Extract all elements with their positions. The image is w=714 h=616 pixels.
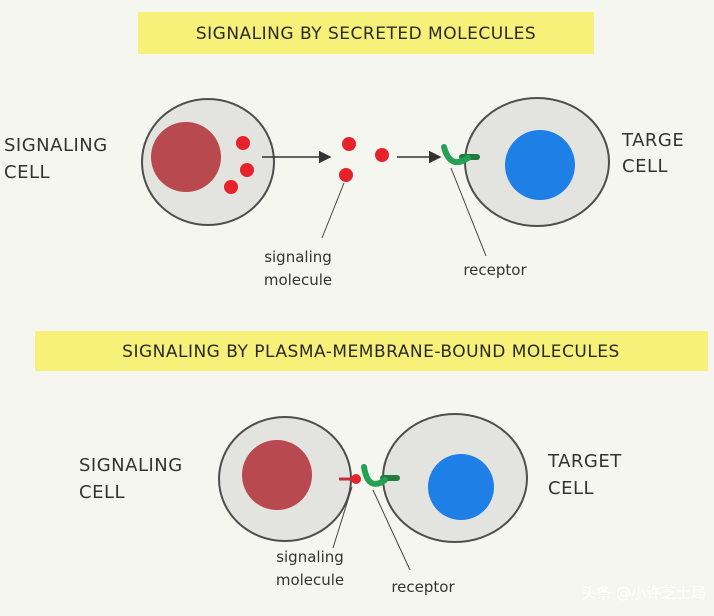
signaling-nucleus-2 (242, 440, 312, 510)
molecule-label-2a: signaling (276, 548, 344, 566)
secreted-molecule-dot (224, 180, 238, 194)
target-cell-label-2b: CELL (548, 478, 594, 499)
panel-secreted: SIGNALING BY SECRETED MOLECULES SIGNALIN… (4, 12, 684, 289)
membrane-bound-molecule-dot (351, 474, 361, 484)
target-nucleus-2 (428, 454, 494, 520)
target-nucleus-1 (505, 130, 575, 200)
panel-title-1: SIGNALING BY SECRETED MOLECULES (196, 24, 536, 44)
secreted-molecule-dot (240, 163, 254, 177)
title-banner-1 (138, 12, 594, 54)
title-banner-2 (35, 331, 708, 371)
molecule-label-1a: signaling (264, 248, 332, 266)
molecule-label-2b: molecule (276, 571, 344, 589)
signaling-nucleus-1 (151, 122, 221, 192)
signaling-cell-label-2b: CELL (79, 482, 125, 503)
receptor-leader-line-2 (372, 489, 411, 571)
watermark-text: 头条 @小许芝士局 (581, 584, 706, 602)
panel-title-2: SIGNALING BY PLASMA-MEMBRANE-BOUND MOLEC… (122, 342, 620, 362)
panel-membrane-bound: SIGNALING BY PLASMA-MEMBRANE-BOUND MOLEC… (35, 331, 708, 596)
signaling-cell-label-2a: SIGNALING (79, 455, 183, 476)
molecule-label-1b: molecule (264, 271, 332, 289)
molecule-leader-line-2 (332, 486, 353, 549)
signaling-molecule-dot (342, 137, 356, 151)
receptor-1 (441, 144, 471, 166)
target-cell-label-2a: TARGET (547, 451, 622, 472)
signaling-molecule-dot (375, 148, 389, 162)
secreted-molecule-dot (236, 136, 250, 150)
receptor-leader-line-1 (450, 167, 487, 257)
receptor-2 (361, 464, 388, 487)
signaling-molecule-dot (339, 168, 353, 182)
signaling-cell-label-1a: SIGNALING (4, 135, 108, 156)
molecule-leader-line-1 (321, 182, 345, 239)
target-cell-label-1a: TARGE (621, 130, 684, 151)
receptor-label-1: receptor (463, 261, 527, 279)
target-cell-label-1b: CELL (622, 156, 668, 177)
signaling-cell-label-1b: CELL (4, 162, 50, 183)
receptor-label-2: receptor (391, 578, 455, 596)
